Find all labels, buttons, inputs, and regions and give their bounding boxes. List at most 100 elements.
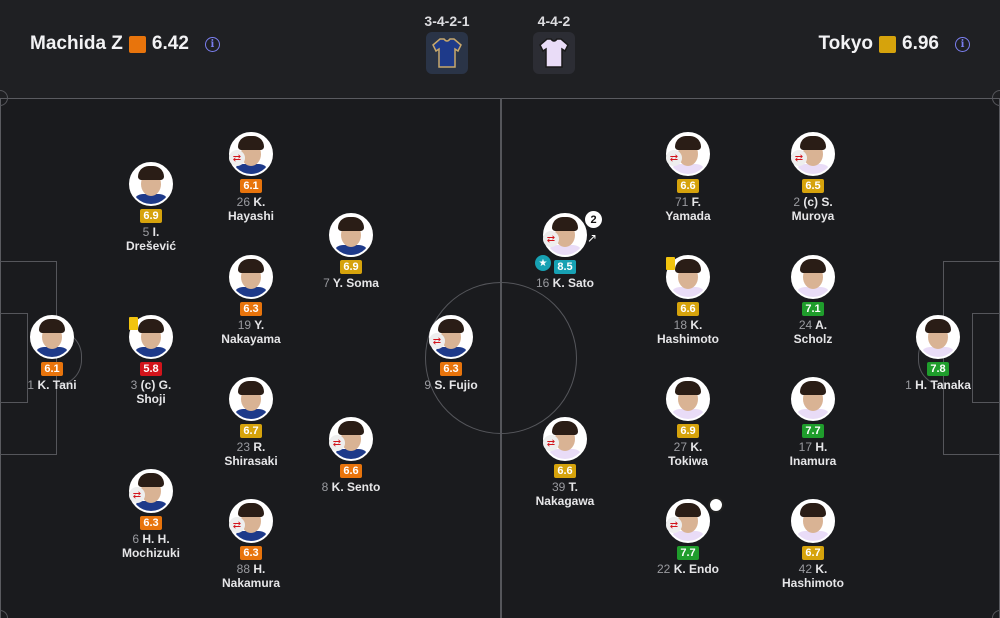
- substitution-icon: ⇄: [791, 150, 807, 166]
- player-name: 18 K.Hashimoto: [618, 318, 758, 346]
- player-avatar: [666, 255, 710, 299]
- player-name-line2: Inamura: [789, 454, 837, 468]
- player-name: 8 K. Sento: [281, 480, 421, 494]
- player-name-line1: (c) S.: [803, 195, 833, 209]
- substitution-icon: ⇄: [543, 435, 559, 451]
- info-icon[interactable]: i: [204, 36, 220, 52]
- player-nakamura[interactable]: 6.3 88 H.Nakamura ⇄: [181, 499, 321, 590]
- player-name: 22 K. Endo: [618, 562, 758, 576]
- substitution-icon: ⇄: [329, 435, 345, 451]
- player-shirasaki[interactable]: 6.7 23 R.Shirasaki: [181, 377, 321, 468]
- player-name-line1: K.: [690, 440, 703, 454]
- home-kit-icon: [426, 32, 468, 74]
- center-circle: [425, 282, 577, 434]
- player-number: 17: [798, 440, 812, 454]
- away-kit-icon: [533, 32, 575, 74]
- player-mochizuki[interactable]: 6.3 6 H. H.Mochizuki ⇄: [81, 469, 221, 560]
- player-name-line1: S. Fujio: [434, 378, 478, 392]
- player-name-line2: Hashimoto: [781, 576, 844, 590]
- away-rating-square: [879, 35, 897, 53]
- player-rating: 8.5: [554, 260, 576, 274]
- player-avatar: [329, 213, 373, 257]
- player-avatar: [229, 132, 273, 176]
- player-number: 22: [656, 562, 671, 576]
- player-name-line1: R.: [253, 440, 266, 454]
- player-inamura[interactable]: 7.7 17 H.Inamura: [743, 377, 883, 468]
- player-name-line2: Tokiwa: [668, 454, 708, 468]
- player-hashimoto18[interactable]: 6.6 18 K.Hashimoto: [618, 255, 758, 346]
- player-rating: 7.7: [677, 546, 699, 560]
- player-number: 23: [236, 440, 250, 454]
- player-name: 42 K.Hashimoto: [743, 562, 883, 590]
- player-rating: 6.7: [240, 424, 262, 438]
- home-goal-box: [0, 313, 28, 403]
- home-team[interactable]: Machida Z 6.42 i: [30, 33, 220, 55]
- player-number: 7: [323, 276, 330, 290]
- player-name-line1: K. Sento: [331, 480, 381, 494]
- player-name: 16 K. Sato: [495, 276, 635, 290]
- player-name-line1: K. Sato: [552, 276, 595, 290]
- player-number: 18: [673, 318, 687, 332]
- player-name-line2: Nakamura: [221, 576, 281, 590]
- player-name-line2: Mochizuki: [121, 546, 180, 560]
- player-name-line2: Muroya: [791, 209, 835, 223]
- player-rating: 6.3: [140, 516, 162, 530]
- player-name-line2: Drešević: [125, 239, 177, 253]
- player-number: 1: [27, 378, 35, 392]
- player-name-line2: Shoji: [136, 392, 166, 406]
- player-number: 3: [130, 378, 138, 392]
- player-rating: 6.7: [802, 546, 824, 560]
- player-name: 17 H.Inamura: [743, 440, 883, 468]
- player-number: 26: [236, 195, 250, 209]
- player-name-line1: K.: [690, 318, 703, 332]
- player-rating: 6.6: [677, 302, 699, 316]
- player-avatar: [791, 255, 835, 299]
- player-name: 71 F.Yamada: [618, 195, 758, 223]
- player-number: 24: [798, 318, 813, 332]
- player-name: 88 H.Nakamura: [181, 562, 321, 590]
- substitution-icon: ⇄: [129, 487, 145, 503]
- player-number: 8: [321, 480, 329, 494]
- player-rating: 6.3: [240, 546, 262, 560]
- yellow-card-icon: [666, 257, 675, 270]
- player-hashimoto42[interactable]: 6.7 42 K.Hashimoto: [743, 499, 883, 590]
- away-team[interactable]: Tokyo 6.96 i: [818, 33, 970, 55]
- player-avatar: [666, 377, 710, 421]
- player-name-line1: Y.: [254, 318, 265, 332]
- player-name: 24 A.Scholz: [743, 318, 883, 346]
- substitution-icon: ⇄: [666, 150, 682, 166]
- player-name: 9 S. Fujio: [381, 378, 521, 392]
- man-of-the-match-star-icon: ★: [535, 255, 551, 271]
- player-name: 23 R.Shirasaki: [181, 440, 321, 468]
- player-avatar: [791, 499, 835, 543]
- player-number: 5: [142, 225, 150, 239]
- player-name: 6 H. H.Mochizuki: [81, 532, 221, 560]
- player-name: 19 Y.Nakayama: [181, 318, 321, 346]
- player-name: 39 T.Nakagawa: [495, 480, 635, 508]
- player-name-line1: H. H.: [142, 532, 170, 546]
- substitution-icon: ⇄: [229, 517, 245, 533]
- yellow-card-icon: [129, 317, 138, 330]
- player-number: 88: [236, 562, 250, 576]
- player-rating: 6.1: [41, 362, 63, 376]
- info-icon[interactable]: i: [955, 36, 970, 52]
- player-rating: 7.7: [802, 424, 824, 438]
- player-name: 27 K.Tokiwa: [618, 440, 758, 468]
- player-name: 26 K.Hayashi: [181, 195, 321, 223]
